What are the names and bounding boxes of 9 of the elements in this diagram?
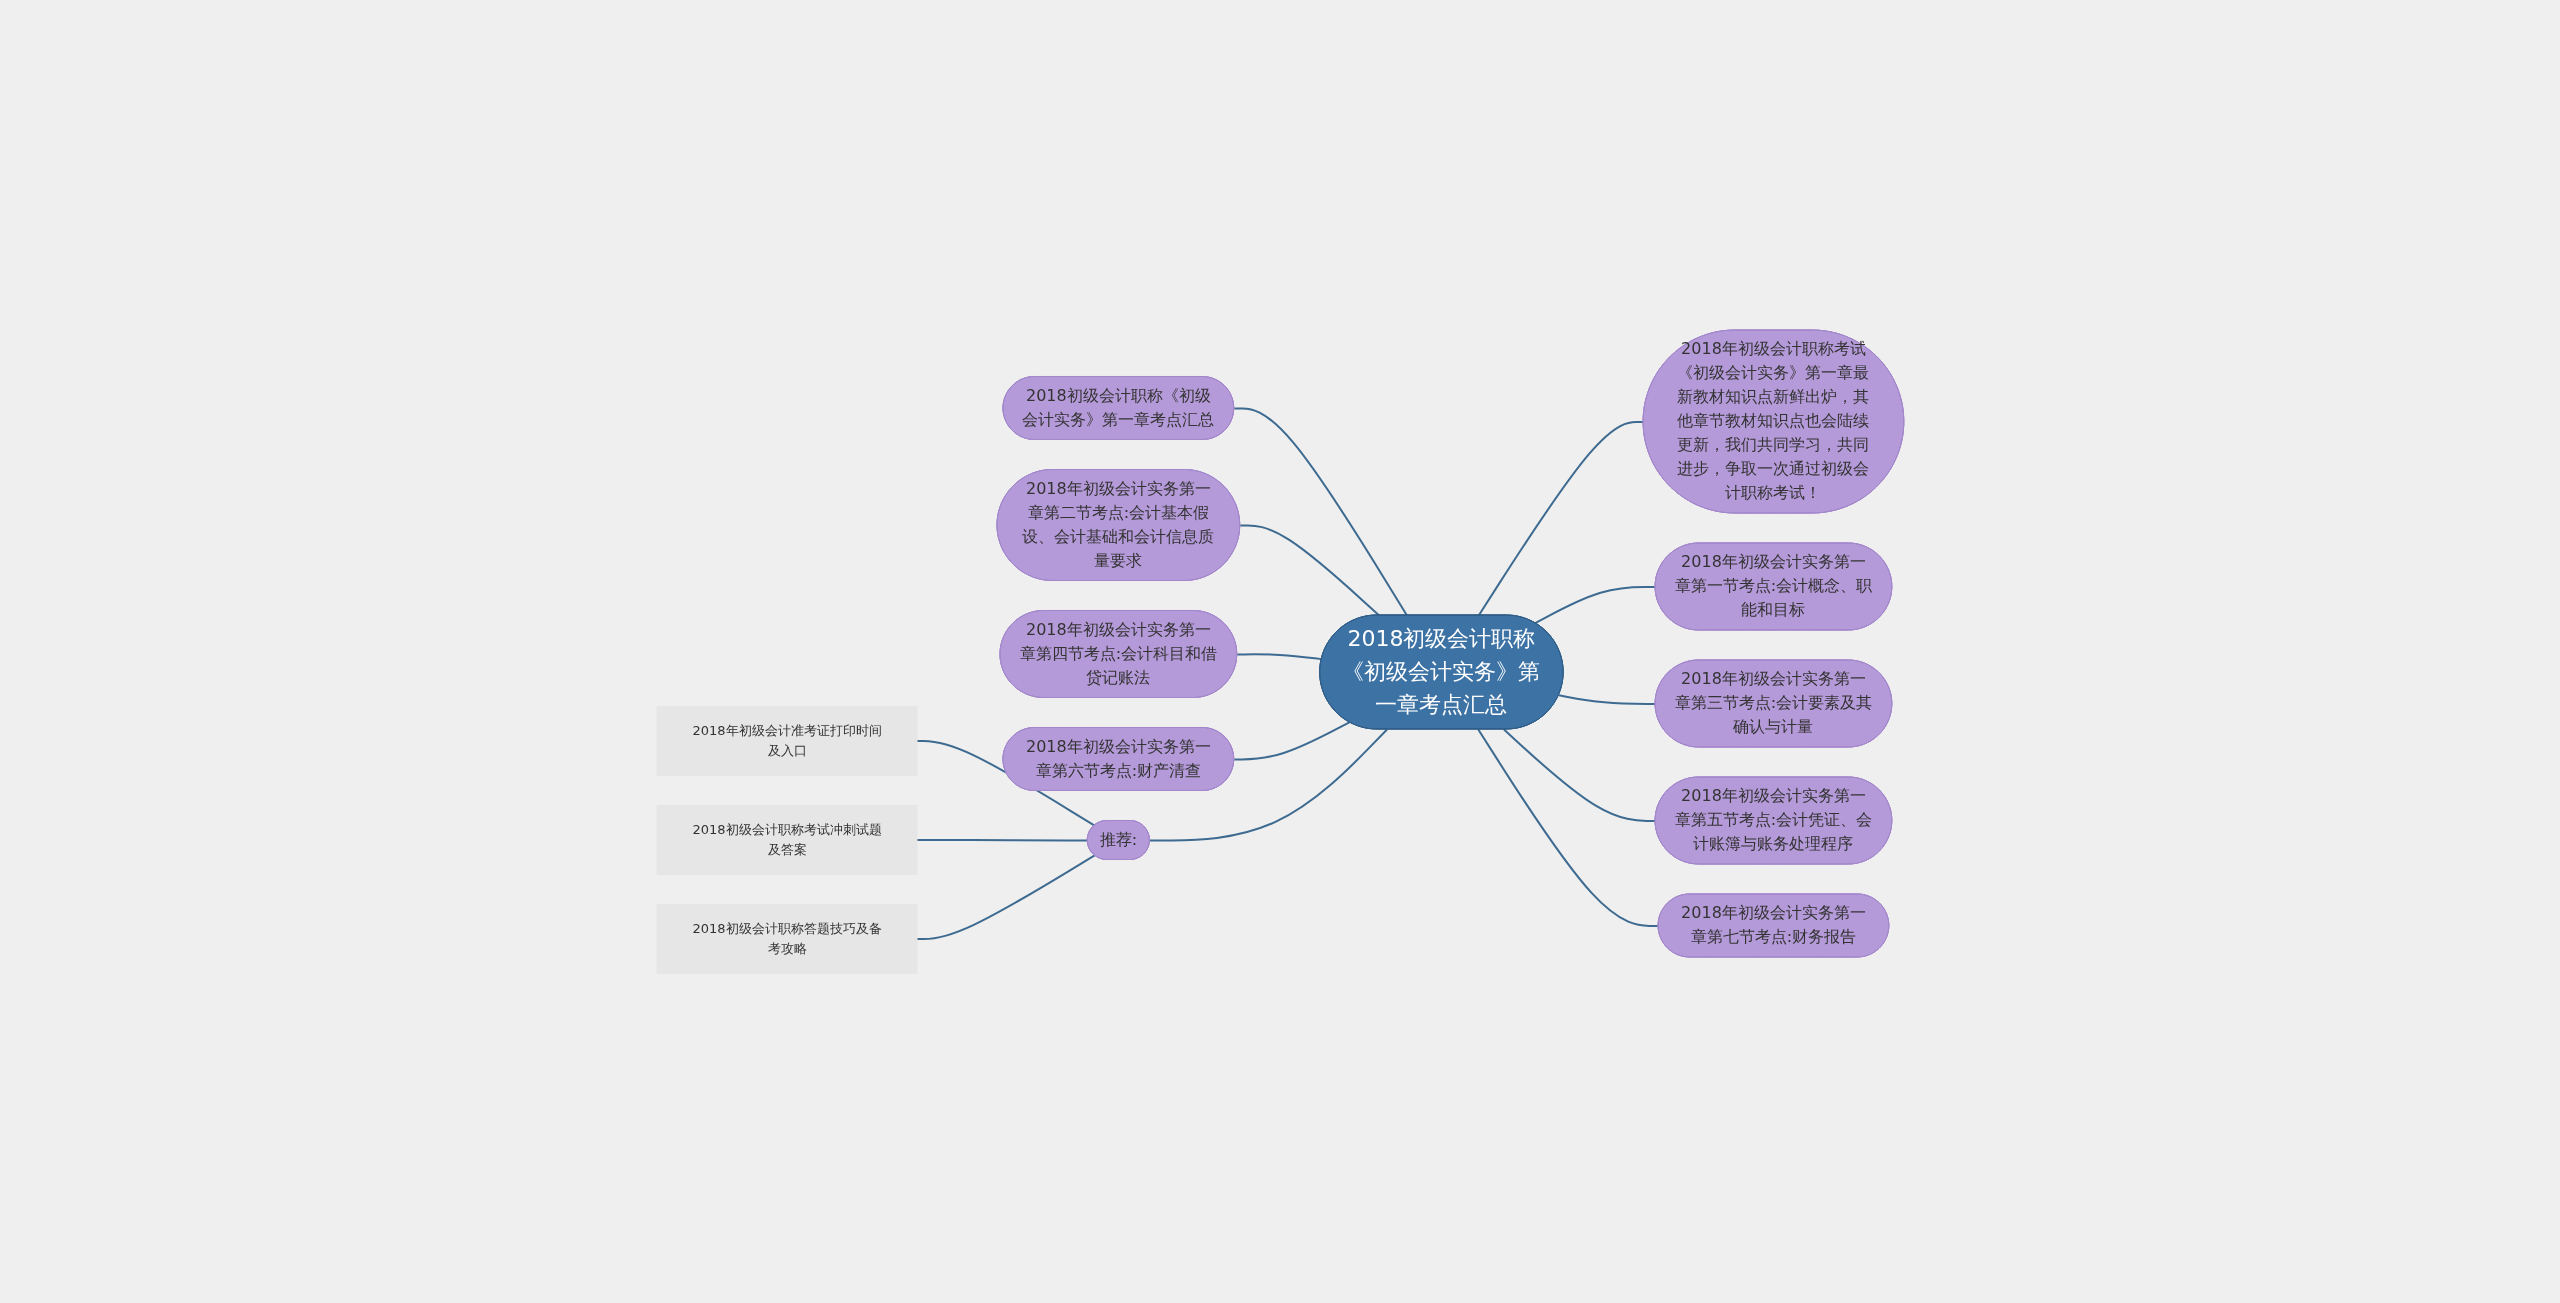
- connector: [915, 854, 1096, 940]
- node-box: 2018年初级会计准考证打印时间及入口: [656, 705, 918, 776]
- connector: [1148, 728, 1388, 842]
- node-box: 2018初级会计职称答题技巧及备考攻略: [656, 903, 918, 974]
- node-box: 2018初级会计职称考试冲刺试题及答案: [656, 804, 918, 875]
- connector: [1238, 524, 1380, 617]
- connector: [1235, 653, 1323, 660]
- connector: [1232, 721, 1350, 761]
- connector: [1232, 407, 1408, 617]
